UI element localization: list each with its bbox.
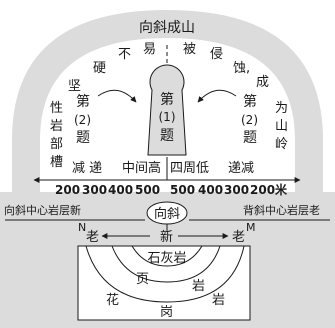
left-col-1: 性 xyxy=(50,101,63,116)
left-col-2: 岩 xyxy=(50,119,63,134)
arc-right-3: 蚀, xyxy=(233,61,250,76)
right-note: 背斜中心岩层老 xyxy=(243,203,320,217)
q1-part-2: (1) xyxy=(159,110,176,124)
elev-right-4: 200米 xyxy=(250,182,288,197)
elev-left-4: 500 xyxy=(135,183,160,197)
left-col-3: 部 xyxy=(50,137,63,152)
curve-arrow-right xyxy=(197,89,237,103)
arc-right-4: 成 xyxy=(256,75,269,90)
arc-right-1: 被 xyxy=(183,42,196,57)
around-low-label: 四周低 xyxy=(170,161,209,176)
shale-label-1: 页 xyxy=(136,272,149,287)
new-mid-label: 新 xyxy=(160,229,173,245)
granite-boundary xyxy=(85,245,245,303)
shale-label-2: 岩 xyxy=(192,279,205,294)
keyhole-shape xyxy=(147,64,187,156)
arc-left-1: 坚 xyxy=(68,79,81,94)
left-note: 向斜中心岩层新 xyxy=(4,203,81,217)
elev-left-2: 300 xyxy=(82,183,107,197)
elev-left-3: 400 xyxy=(108,183,133,197)
syncline-label: 向斜 xyxy=(154,206,180,222)
title: 向斜成山 xyxy=(139,20,195,36)
granite-label-1: 花 xyxy=(106,292,119,308)
dec-left-label: 减 递 xyxy=(72,161,102,176)
q2-right-part-3: 题 xyxy=(243,130,257,146)
arc-left-3: 不 xyxy=(118,47,131,62)
elev-right-3: 300 xyxy=(224,183,249,197)
arc-left-4: 易 xyxy=(143,42,156,57)
curve-arrow-left xyxy=(97,89,137,103)
q2-right-part-1: 第 xyxy=(243,93,257,110)
granite-label-3: 岩 xyxy=(212,293,225,308)
dec-right-label: 递减 xyxy=(228,161,254,176)
old-left-label: 老 xyxy=(86,230,99,245)
q1-part-3: 题 xyxy=(160,128,174,144)
elev-left-1: 200 xyxy=(55,183,80,197)
m-marker: M xyxy=(246,221,256,234)
limestone-boundary xyxy=(131,245,203,267)
granite-label-2: 岗 xyxy=(160,305,173,320)
q2-left-part-2: (2) xyxy=(74,113,91,127)
center-high-label: 中间高 xyxy=(122,160,161,176)
section-block xyxy=(77,245,251,321)
arc-left-2: 硬 xyxy=(93,61,106,76)
n-marker: N xyxy=(78,221,86,234)
old-right-label: 老 xyxy=(232,230,245,245)
q1-part-1: 第 xyxy=(160,91,174,108)
elev-right-2: 400 xyxy=(198,183,223,197)
q2-left-part-3: 题 xyxy=(76,130,90,146)
right-col-3: 岭 xyxy=(275,137,288,152)
q2-left-part-1: 第 xyxy=(76,93,90,110)
q2-right-part-2: (2) xyxy=(241,113,258,127)
limestone-label: 石灰岩 xyxy=(147,251,186,266)
shale-boundary xyxy=(111,245,221,283)
elev-right-1: 500 xyxy=(170,183,195,197)
left-col-4: 槽 xyxy=(50,155,63,170)
arc-right-2: 侵 xyxy=(210,46,223,62)
right-col-1: 为 xyxy=(275,101,288,116)
right-col-2: 山 xyxy=(275,119,288,134)
